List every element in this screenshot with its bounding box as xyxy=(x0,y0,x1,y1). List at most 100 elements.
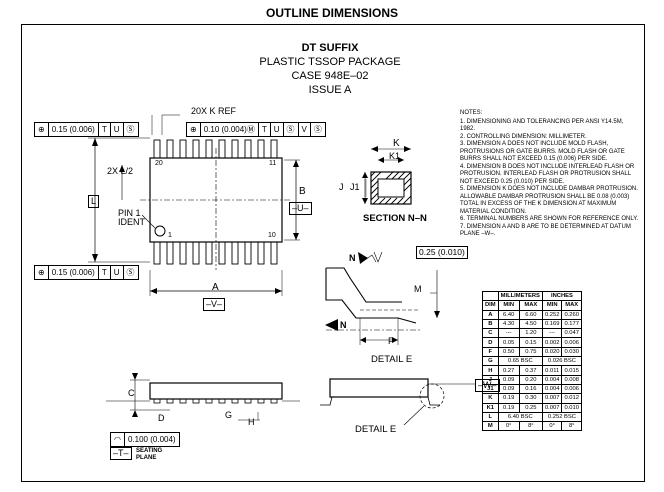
pin1-marker xyxy=(154,225,166,237)
side-lead xyxy=(218,398,226,404)
table-cell: G xyxy=(482,356,499,367)
n-top-label: N xyxy=(349,253,356,263)
note-1: 1. DIMENSIONING AND TOLERANCING PER ANSI… xyxy=(460,118,624,133)
side-lead xyxy=(231,398,239,404)
b-label: B xyxy=(299,186,306,197)
table-cell: 0.169 xyxy=(541,318,563,330)
section-label: SECTION N–N xyxy=(363,213,427,224)
table-cell: 4.30 xyxy=(497,318,520,330)
f-label: F xyxy=(388,336,394,346)
table-cell: 0.30 xyxy=(518,393,543,404)
j-label: J xyxy=(339,182,344,192)
package-heading: PLASTIC TSSOP PACKAGE xyxy=(259,56,401,68)
package-lead xyxy=(192,241,200,265)
side-lead xyxy=(244,398,252,404)
col-mm-max: MAX xyxy=(518,300,543,311)
note-3: 3. DIMENSION A DOES NOT INCLUDE MOLD FLA… xyxy=(460,141,625,162)
table-cell: H xyxy=(482,365,499,376)
table-cell: 0.16 xyxy=(518,383,543,395)
detail-e-label: DETAIL E xyxy=(371,354,413,365)
package-lead xyxy=(244,241,252,265)
k-label: K xyxy=(393,138,400,149)
side-lead xyxy=(192,398,200,404)
note-2: 2. CONTROLLING DIMENSION: MILLIMETER. xyxy=(460,133,587,140)
table-cell: F xyxy=(482,346,499,358)
table-cell: B xyxy=(482,318,499,330)
table-cell: K1 xyxy=(482,402,499,413)
note-4: 4. DIMENSION B DOES NOT INCLUDE INTERLEA… xyxy=(460,163,635,185)
note-5: 5. DIMENSION K DOES NOT INCLUDE DAMBAR P… xyxy=(460,186,638,215)
table-cell: 0.19 xyxy=(497,402,520,413)
table-cell: 0.09 xyxy=(497,383,520,395)
position-icon: ⊕ xyxy=(187,123,201,136)
table-cell: 0.047 xyxy=(561,328,582,339)
table-cell: M xyxy=(482,421,499,432)
datum-v-label: –V– xyxy=(203,298,226,311)
side-lead xyxy=(166,398,174,404)
page-title: OUTLINE DIMENSIONS xyxy=(265,6,398,20)
position-icon: ⊕ xyxy=(35,266,49,279)
k-ref-label: 20X K REF xyxy=(191,106,237,116)
table-cell: 0° xyxy=(541,421,563,432)
n-bottom-label: N xyxy=(340,320,347,330)
table-cell: 0.177 xyxy=(561,318,582,330)
table-cell: 0.65 BSC xyxy=(497,356,543,367)
table-cell: 0.011 xyxy=(541,365,563,376)
position-tolerance-frame-leads: ⊕ 0.10 (0.004)Ⓜ T U Ⓢ V Ⓢ xyxy=(186,122,326,137)
package-lead xyxy=(205,241,213,265)
package-lead xyxy=(244,139,252,159)
table-cell: 0.004 xyxy=(541,374,563,385)
drawing-frame xyxy=(21,24,645,482)
table-cell: --- xyxy=(497,328,520,339)
table-cell: 0° xyxy=(497,421,520,432)
notes-block: NOTES: 1. DIMENSIONING AND TOLERANCING P… xyxy=(460,110,640,239)
package-lead xyxy=(192,139,200,159)
side-lead xyxy=(205,398,213,404)
note-7: 7. DIMENSION A AND B ARE TO BE DETERMINE… xyxy=(460,223,631,238)
table-cell: 4.50 xyxy=(518,318,543,330)
table-cell: 0.030 xyxy=(561,346,582,358)
table-cell: K xyxy=(482,393,499,404)
position-tolerance-frame-bottom: ⊕ 0.15 (0.006) T U Ⓢ xyxy=(34,265,139,280)
package-lead xyxy=(205,139,213,159)
plane-label: PLANE xyxy=(136,455,157,461)
suffix-heading: DT SUFFIX xyxy=(301,42,359,54)
table-cell: 0.09 xyxy=(497,374,520,385)
table-cell: A xyxy=(482,309,499,320)
detail-e-ref-label: DETAIL E xyxy=(355,424,397,435)
table-cell: 0.25 xyxy=(518,402,543,413)
table-cell: 0.19 xyxy=(497,393,520,404)
package-lead xyxy=(270,241,278,265)
package-lead xyxy=(153,139,161,159)
pin1-label: PIN 1 xyxy=(118,208,141,218)
pin11-label: 11 xyxy=(269,160,277,167)
side-lead xyxy=(179,398,187,404)
j1-label: J1 xyxy=(350,182,360,192)
h-label: H xyxy=(248,417,255,427)
table-cell: 0.010 xyxy=(561,402,582,413)
package-lead xyxy=(257,139,265,159)
millimeters-header: MILLIMETERS xyxy=(497,290,543,302)
pin20-label: 20 xyxy=(155,160,163,167)
dimension-table: MILLIMETERS INCHES DIM MIN MAX MIN MAX A… xyxy=(482,290,582,432)
table-cell: --- xyxy=(541,328,563,339)
pin10-label: 10 xyxy=(268,232,276,239)
table-cell: J1 xyxy=(482,383,499,395)
table-cell: C xyxy=(482,328,499,339)
table-cell: 0.006 xyxy=(561,337,582,348)
pin1-number: 1 xyxy=(168,232,172,239)
m-label: M xyxy=(414,284,422,294)
col-in-min: MIN xyxy=(541,300,563,311)
table-cell: 1.20 xyxy=(518,328,543,339)
table-cell: 0.37 xyxy=(518,365,543,376)
ident-label: IDENT xyxy=(118,217,145,227)
table-cell: 0.008 xyxy=(561,374,582,385)
